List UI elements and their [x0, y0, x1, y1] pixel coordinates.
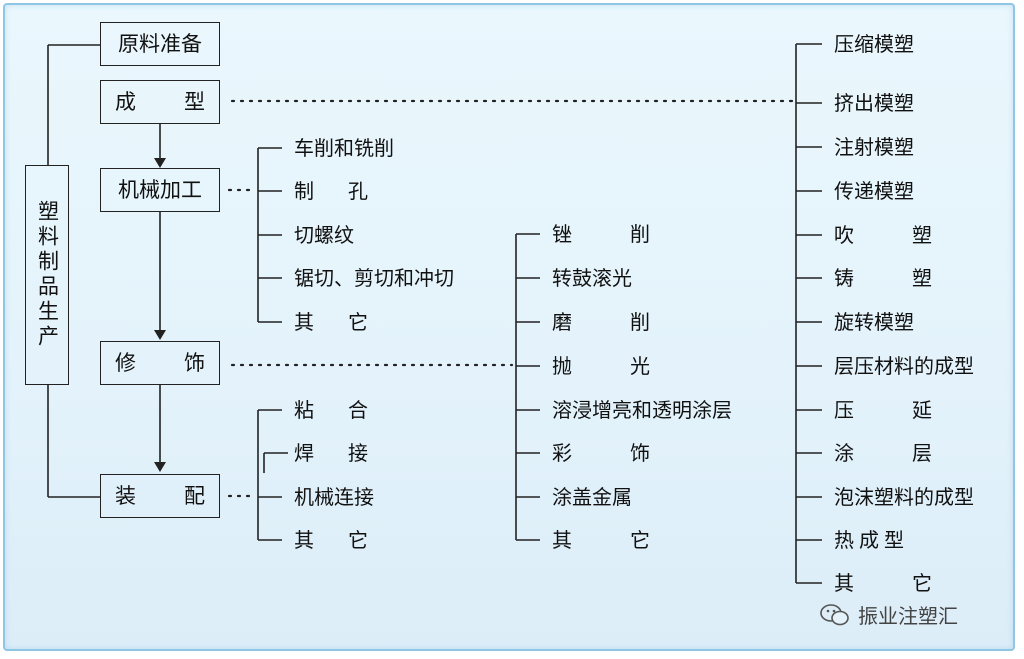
finishing-item: 锉 削	[552, 224, 650, 244]
machining-item-char: 其	[294, 310, 314, 334]
assembly-item-char: 接	[348, 441, 368, 465]
assembly-item: 粘 合	[294, 400, 368, 420]
forming-item: 压 延	[834, 400, 932, 420]
diagram-frame	[3, 3, 1015, 651]
stage-assembly: 装 配	[100, 474, 220, 518]
forming-item-char: 压	[834, 398, 854, 422]
finishing-item: 磨 削	[552, 312, 650, 332]
machining-item: 锯切、剪切和冲切	[294, 266, 454, 290]
watermark-text: 振业注塑汇	[858, 604, 958, 628]
forming-item: 涂 层	[834, 443, 932, 463]
assembly-item-char: 合	[348, 398, 368, 422]
finishing-item-char: 削	[630, 222, 650, 246]
machining-item-char: 孔	[348, 179, 368, 203]
finishing-item-char: 磨	[552, 310, 572, 334]
finishing-item: 抛 光	[552, 356, 650, 376]
forming-item: 泡沫塑料的成型	[834, 485, 974, 509]
finishing-item: 涂盖金属	[552, 485, 632, 509]
stage-forming-char-2: 型	[184, 89, 205, 114]
finishing-item: 转鼓滚光	[552, 266, 632, 290]
forming-item: 挤出模塑	[834, 91, 914, 115]
finishing-item-char: 饰	[630, 441, 650, 465]
finishing-item: 其 它	[552, 530, 650, 550]
stage-prep: 原料准备	[100, 22, 220, 66]
finishing-item: 彩 饰	[552, 443, 650, 463]
forming-item: 热成型	[834, 528, 909, 552]
forming-item: 层压材料的成型	[834, 354, 974, 378]
stage-finishing-char-2: 饰	[184, 350, 205, 375]
forming-item: 其 它	[834, 573, 932, 593]
finishing-item-char: 锉	[552, 222, 572, 246]
machining-item: 制 孔	[294, 181, 368, 201]
assembly-item: 机械连接	[294, 485, 374, 509]
stage-finishing: 修 饰	[100, 341, 220, 385]
stage-finishing-char-1: 修	[115, 350, 136, 375]
forming-item-char: 延	[912, 398, 932, 422]
finishing-item-char: 它	[630, 528, 650, 552]
assembly-item: 焊 接	[294, 443, 368, 463]
stage-assembly-char-2: 配	[184, 483, 205, 508]
forming-item: 传递模塑	[834, 179, 914, 203]
forming-item-char: 铸	[834, 266, 854, 290]
machining-item: 切螺纹	[294, 223, 354, 247]
assembly-item: 其 它	[294, 530, 368, 550]
forming-item-char: 塑	[912, 223, 932, 247]
finishing-item-char: 抛	[552, 354, 572, 378]
finishing-item-char: 削	[630, 310, 650, 334]
forming-item-char: 塑	[912, 266, 932, 290]
forming-item-char: 层	[912, 441, 932, 465]
machining-item-char: 它	[348, 310, 368, 334]
assembly-item-char: 焊	[294, 441, 314, 465]
machining-item-char: 制	[294, 179, 314, 203]
stage-assembly-char-1: 装	[115, 483, 136, 508]
machining-item: 其 它	[294, 312, 368, 332]
forming-item: 铸 塑	[834, 268, 932, 288]
forming-item: 吹 塑	[834, 225, 932, 245]
stage-forming-char-1: 成	[115, 89, 136, 114]
assembly-item-char: 它	[348, 528, 368, 552]
assembly-item-char: 粘	[294, 398, 314, 422]
watermark: 振业注塑汇	[820, 600, 958, 629]
machining-item: 车削和铣削	[294, 136, 394, 160]
forming-item: 注射模塑	[834, 135, 914, 159]
finishing-item-char: 光	[630, 354, 650, 378]
forming-item: 旋转模塑	[834, 310, 914, 334]
forming-item-char: 其	[834, 571, 854, 595]
forming-item-char: 吹	[834, 223, 854, 247]
finishing-item-char: 其	[552, 528, 572, 552]
finishing-item-char: 彩	[552, 441, 572, 465]
wechat-icon	[820, 603, 849, 625]
stage-machining: 机械加工	[100, 168, 220, 212]
forming-item-char: 它	[912, 571, 932, 595]
forming-item-char: 涂	[834, 441, 854, 465]
root-box: 塑料制品生产	[25, 165, 69, 385]
finishing-item: 溶浸增亮和透明涂层	[552, 398, 732, 422]
stage-forming: 成 型	[100, 80, 220, 124]
forming-item: 压缩模塑	[834, 32, 914, 56]
assembly-item-char: 其	[294, 528, 314, 552]
